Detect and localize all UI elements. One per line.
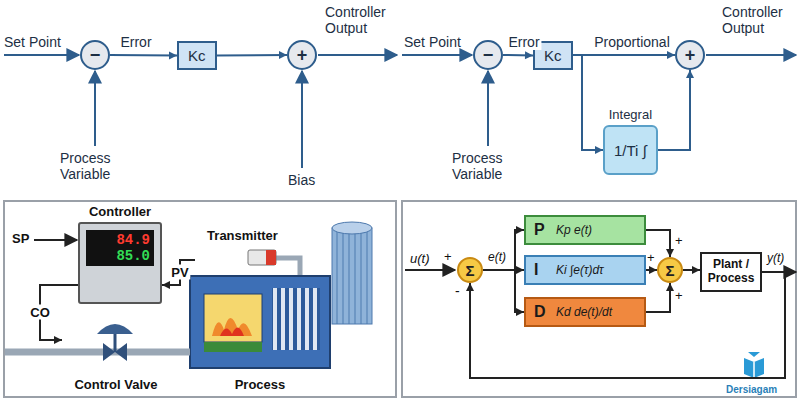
block-formula: Kd de(t)/dt [556, 305, 612, 319]
arrowhead [525, 51, 533, 59]
arrowhead [666, 249, 674, 257]
node-text: Kc [188, 47, 206, 64]
arrowhead [667, 51, 675, 59]
summing-junction: + [675, 40, 705, 70]
process-furnace: Process [190, 270, 330, 392]
signal-label: Bias [288, 172, 315, 188]
node-text: Transmitter [207, 228, 278, 243]
arrowhead [692, 266, 700, 274]
arrowhead [516, 308, 524, 316]
sign-label: + [675, 234, 683, 249]
watermark: Dersiagam [726, 384, 777, 396]
block-letter: P [534, 221, 556, 239]
edge-label: CO [28, 305, 52, 320]
block-heading: Integral [609, 107, 652, 122]
transmitter: Transmitter [195, 228, 290, 272]
pipe [5, 349, 170, 356]
arrowhead [54, 336, 62, 344]
gain-block: Kc [177, 41, 217, 70]
arrowhead [169, 51, 177, 59]
signal-label: Set Point [4, 34, 61, 50]
panel-frame [4, 201, 396, 397]
connector [573, 54, 675, 56]
p-block: PKp e(t) [524, 215, 646, 245]
node-text: Kc [544, 47, 562, 64]
transmitter-symbol [248, 250, 300, 276]
arrowhead [162, 281, 170, 289]
arrowhead [666, 283, 674, 291]
d-block: DKd de(t)/dt [524, 297, 646, 327]
display-value: 84.9 [90, 232, 150, 248]
connector [483, 230, 524, 270]
book-icon [744, 352, 764, 378]
signal-label: Set Point [404, 34, 461, 50]
panel-frame [402, 201, 796, 397]
edge-label: Proportional [592, 34, 672, 50]
i-block: IKi ∫e(τ)dτ [524, 255, 646, 285]
arrowhead [466, 283, 474, 291]
node-text: Σ [665, 262, 674, 279]
node-text: + [685, 45, 696, 66]
sign-label: + [675, 289, 683, 304]
node-text: − [90, 45, 101, 66]
node-text: + [297, 45, 308, 66]
block-formula: 1/Ti ∫ [614, 142, 647, 159]
signal-label: e(t) [488, 251, 506, 265]
summing-junction: Σ [657, 257, 683, 283]
controller-display: 84.985.0 [86, 230, 154, 266]
arrowhead [686, 70, 694, 78]
controller-device: Controller 84.985.0 [78, 204, 162, 304]
connector [217, 54, 287, 57]
edge-label: PV [169, 265, 190, 280]
sign-label: - [455, 283, 460, 299]
summing-junction: Σ [457, 257, 483, 283]
signal-lines [4, 55, 796, 168]
connector [483, 270, 524, 312]
control-valve: Control Valve [62, 318, 170, 392]
signal-label: Controller Output [722, 4, 794, 36]
signal-label: u(t) [410, 252, 430, 267]
summing-junction: − [80, 40, 110, 70]
furnace [190, 222, 372, 368]
signal-label: Process Variable [60, 150, 134, 182]
node-text: Control Valve [74, 377, 157, 392]
connector [658, 70, 690, 150]
node-text: Σ [465, 262, 474, 279]
arrowhead [595, 146, 603, 154]
signal-label: Controller Output [325, 4, 397, 36]
connector [573, 55, 603, 150]
controller-body: 84.985.0 [78, 222, 162, 304]
connector [646, 283, 670, 312]
control-valve-symbol [97, 324, 133, 361]
connector [162, 260, 195, 285]
arrowhead [516, 226, 524, 234]
sign-label: + [647, 251, 655, 266]
sign-label: + [444, 250, 452, 265]
arrowhead [649, 266, 657, 274]
arrowhead [516, 266, 524, 274]
block-letter: D [534, 303, 556, 321]
device-heading: Controller [89, 204, 151, 222]
block-formula: Kp e(t) [556, 223, 592, 237]
signal-label: SP [12, 232, 29, 247]
arrowhead [279, 51, 287, 59]
summing-junction: − [473, 40, 503, 70]
connector [170, 349, 190, 356]
block-letter: I [534, 261, 556, 279]
summing-junction: + [287, 40, 317, 70]
integral-block: Integral1/Ti ∫ [603, 125, 658, 175]
edge-label: Error [118, 34, 153, 50]
signal-label: Process Variable [452, 150, 526, 182]
node-text: − [483, 45, 494, 66]
connector [110, 54, 177, 57]
signal-label: y(t) [767, 252, 784, 266]
plant-box: Plant / Process [700, 252, 762, 292]
node-text: Plant / Process [702, 258, 760, 286]
display-value: 85.0 [90, 248, 150, 264]
sp-arrow [34, 239, 77, 241]
node-text: Process [235, 377, 286, 392]
block-formula: Ki ∫e(τ)dτ [556, 263, 604, 277]
edge-label: Error [506, 34, 541, 50]
